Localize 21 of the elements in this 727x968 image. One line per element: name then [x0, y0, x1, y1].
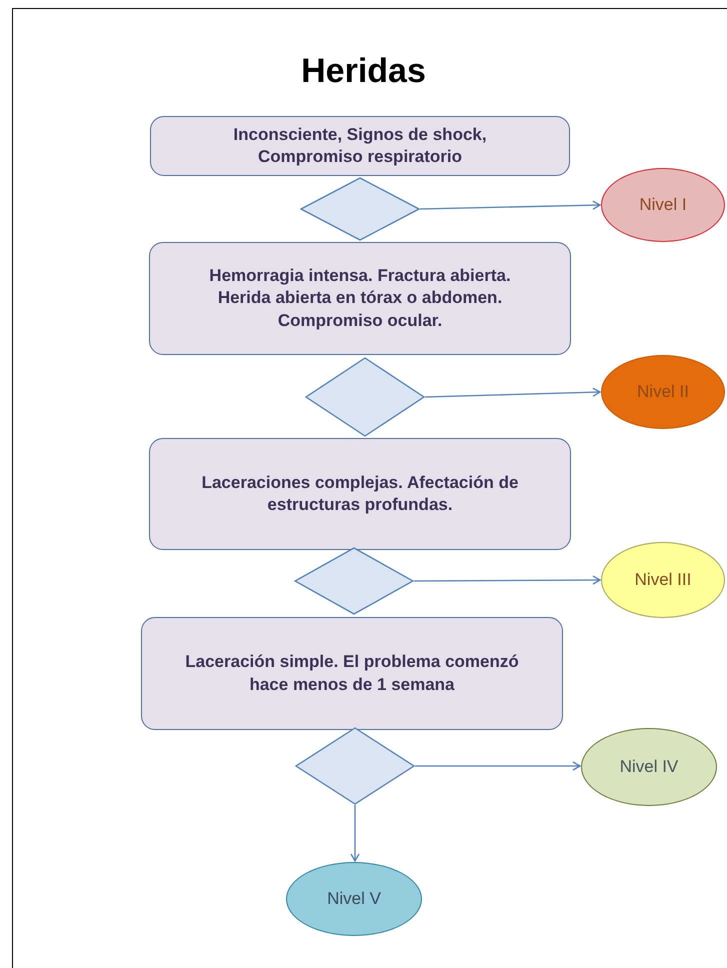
condition-text: Laceración simple. El problema comenzó hace menos de 1 semana — [184, 651, 520, 696]
decision-diamond — [294, 547, 414, 615]
condition-text: Hemorragia intensa. Fractura abierta. Herida abierta en tórax o abdomen. Compromiso ocular. — [208, 265, 512, 332]
level-label: Nivel III — [634, 568, 692, 591]
arrow — [420, 200, 601, 210]
arrow — [350, 805, 360, 862]
arrow — [415, 761, 581, 771]
process-box — [149, 438, 571, 550]
process-box — [141, 617, 563, 730]
level-label: Nivel V — [326, 888, 382, 910]
level-label: Nivel II — [636, 380, 690, 403]
arrow — [414, 575, 601, 585]
process-box — [149, 242, 571, 355]
title: Heridas — [300, 54, 427, 88]
condition-text: Laceraciones complejas. Afectación de estructuras profundas. — [200, 472, 520, 516]
process-box — [150, 116, 570, 176]
level-label: Nivel I — [638, 194, 688, 216]
decision-diamond — [295, 727, 415, 805]
level-label: Nivel IV — [619, 756, 679, 778]
condition-text: Inconsciente, Signos de shock, Compromiso respiratorio — [232, 124, 488, 168]
arrow — [424, 388, 601, 398]
